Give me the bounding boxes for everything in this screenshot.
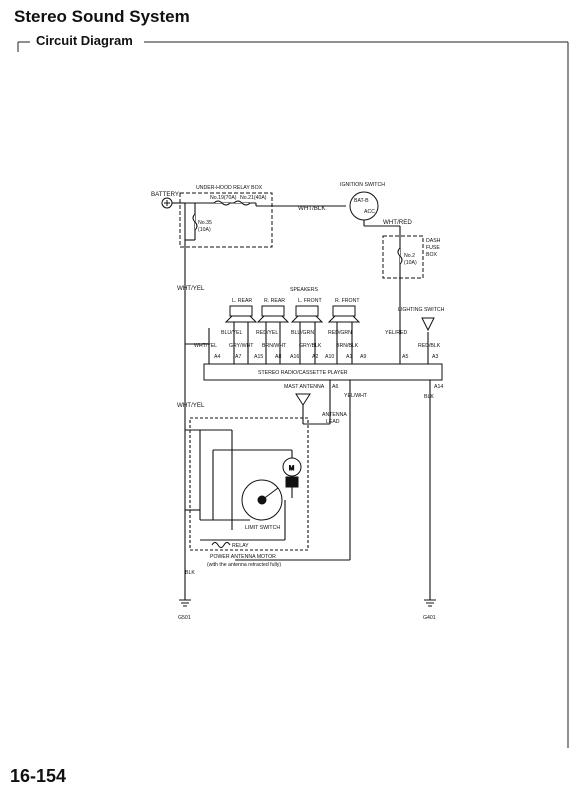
- mast-antenna-label: MAST ANTENNA: [284, 384, 325, 390]
- wire-label: RED/BLK: [418, 343, 441, 349]
- stereo-radio-unit: [203, 363, 443, 381]
- fuse-35-rating: (10A): [198, 227, 211, 233]
- wire-label: GRY/WHT: [229, 343, 254, 349]
- pin-label: A15: [254, 354, 263, 360]
- power-antenna-motor-label: POWER ANTENNA MOTOR: [210, 554, 276, 560]
- pin-label: A4: [214, 354, 220, 360]
- wire-label: RED/GRN: [328, 330, 352, 336]
- dash-fuse-box-label: BOX: [426, 252, 437, 258]
- antenna-lead-label: LEAD: [326, 419, 340, 425]
- lighting-switch-icon: [421, 317, 435, 332]
- pin-label: A3: [432, 354, 438, 360]
- wire-wht-red: WHT/RED: [383, 219, 412, 226]
- wire-label: BLU/GRN: [291, 330, 314, 336]
- relay-coil-icon: [211, 542, 231, 548]
- relay-box: [179, 192, 273, 248]
- speaker-r-front: R. FRONT: [335, 298, 360, 304]
- wire-wht-yel-left: WHT/YEL: [177, 402, 205, 409]
- speaker-l-front: L. FRONT: [298, 298, 322, 304]
- fuse-35-label: No.35: [198, 220, 212, 226]
- wire-label: GRY/BLK: [299, 343, 322, 349]
- pin-label: A8: [275, 354, 281, 360]
- wire-label: YEL/RED: [385, 330, 407, 336]
- dash-fuse-box-label: DASH: [426, 238, 441, 244]
- stereo-radio-label: STEREO RADIO/CASSETTE PLAYER: [258, 370, 348, 376]
- speaker-l-rear: L. REAR: [232, 298, 252, 304]
- battery-icon: [161, 197, 173, 209]
- battery-label: BATTERY: [151, 191, 179, 198]
- wire-wht-blk: WHT/BLK: [298, 205, 326, 212]
- motor-icon: M: [282, 457, 302, 488]
- fuse-2-label: No.2: [404, 253, 415, 259]
- pin-label: A7: [235, 354, 241, 360]
- wire-label: BLU/YEL: [221, 330, 242, 336]
- fuse-icon: [397, 247, 403, 265]
- wire-blk-right: BLK: [424, 394, 434, 400]
- speakers-label: SPEAKERS: [290, 287, 319, 293]
- dash-fuse-box-label: FUSE: [426, 245, 440, 251]
- section-frame: [17, 41, 569, 748]
- ground-g401: G401: [423, 615, 436, 621]
- ground-g501: G501: [178, 615, 191, 621]
- page-title: Stereo Sound System: [14, 7, 190, 26]
- ignition-switch-label: IGNITION SWITCH: [340, 182, 385, 188]
- fuse-icon: [192, 200, 251, 231]
- lighting-switch-label: LIGHTING SWITCH: [398, 307, 445, 313]
- wire-wht-yel: WHT/YEL: [177, 285, 205, 292]
- relay-label: RELAY: [232, 543, 249, 549]
- pin-label: A9: [360, 354, 366, 360]
- pin-label: A10: [325, 354, 334, 360]
- pin-label: A2: [312, 354, 318, 360]
- ground-icon: [424, 599, 436, 607]
- speaker-icon: [224, 305, 361, 323]
- fuse-2-rating: (10A): [404, 260, 417, 266]
- svg-text:M: M: [289, 465, 294, 472]
- page-number: 16-154: [10, 766, 67, 786]
- pin-label: A6: [332, 384, 338, 390]
- wire-label: BRN/BLK: [336, 343, 359, 349]
- section-title: Circuit Diagram: [32, 33, 137, 48]
- dash-fuse-box: [382, 235, 424, 279]
- wire-label: BRN/WHT: [262, 343, 287, 349]
- pin-label: A5: [402, 354, 408, 360]
- pin-label: A16: [290, 354, 299, 360]
- fuse-19-label: No.19(70A): [210, 195, 237, 201]
- ignition-switch: [349, 191, 379, 221]
- wire-label: RED/YEL: [256, 330, 278, 336]
- relay-box-label: UNDER-HOOD RELAY BOX: [196, 185, 263, 191]
- motor-note: (with the antenna retracted fully): [207, 562, 281, 568]
- wire-yel-wht: YEL/WHT: [344, 393, 368, 399]
- mast-antenna-icon: [295, 393, 311, 406]
- pin-label: A14: [434, 384, 443, 390]
- antenna-lead-label: ANTENNA: [322, 412, 347, 418]
- wire-blk-left: BLK: [185, 570, 195, 576]
- limit-switch-label: LIMIT SWITCH: [245, 525, 280, 531]
- pin-label: A1: [346, 354, 352, 360]
- ground-icon: [179, 599, 191, 607]
- speaker-r-rear: R. REAR: [264, 298, 285, 304]
- acc-label: ACC: [364, 209, 375, 215]
- fuse-21-label: No.21(40A): [240, 195, 267, 201]
- wire-label: WHT/YEL: [194, 343, 217, 349]
- limit-switch-icon: [241, 479, 283, 521]
- bat-b-label: BAT-B: [354, 198, 369, 204]
